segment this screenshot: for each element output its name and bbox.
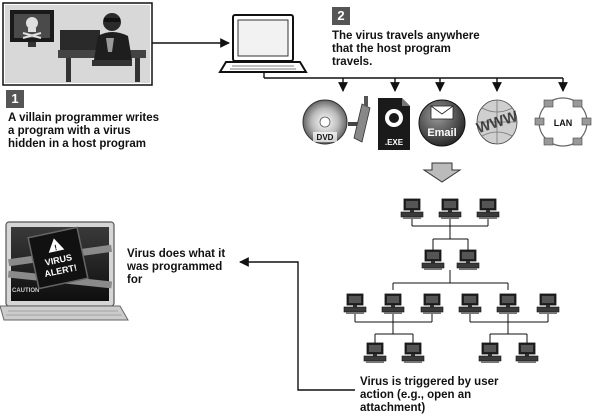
- network-pc-icon: [401, 342, 425, 364]
- usb-drive-icon: [348, 96, 371, 143]
- exe-label: .EXE: [385, 138, 404, 147]
- host-laptop-icon: [218, 14, 308, 73]
- step-2-badge: 2: [332, 7, 350, 25]
- step-1-caption: A villain programmer writes a program wi…: [8, 112, 160, 150]
- network-pc-icon: [456, 249, 480, 271]
- network-pc-icon: [363, 342, 387, 364]
- trigger-caption: Virus is triggered by user action (e.g.,…: [360, 376, 499, 414]
- step-2-caption: The virus travels anywhere that the host…: [332, 30, 480, 68]
- network-pc-icon: [420, 293, 444, 315]
- svg-text:!: !: [54, 243, 58, 252]
- network-pc-icon: [515, 342, 539, 364]
- villain-programmer-illustration: [2, 2, 153, 86]
- network-pc-icon: [438, 198, 462, 220]
- dvd-label: DVD: [317, 133, 334, 142]
- lan-label: LAN: [554, 118, 573, 128]
- network-pc-icon: [381, 293, 405, 315]
- network-pc-icon: [343, 293, 367, 315]
- network-pc-icon: [496, 293, 520, 315]
- spread-down-arrow: [422, 162, 462, 183]
- network-pc-icon: [476, 198, 500, 220]
- exe-file-icon: .EXE: [378, 98, 410, 150]
- virus-alert-laptop: CAUTION ! VIRUS ALERT!: [0, 221, 129, 321]
- infected-network: [354, 219, 549, 343]
- result-caption: Virus does what it was programmed for: [127, 248, 226, 286]
- caution-tape-label: CAUTION: [12, 288, 39, 294]
- network-pc-icon: [400, 198, 424, 220]
- step-1-badge: 1: [6, 90, 24, 108]
- warning-triangle-icon: [48, 238, 65, 253]
- distribution-arrows: [263, 73, 568, 92]
- www-globe-icon: WWW: [474, 99, 521, 145]
- arrow-trigger-to-result: [239, 257, 355, 391]
- email-icon: Email: [418, 99, 466, 147]
- network-pc-icon: [478, 342, 502, 364]
- email-label: Email: [427, 127, 456, 139]
- dvd-disc-icon: DVD: [302, 99, 348, 145]
- network-pc-icon: [458, 293, 482, 315]
- network-pc-icon: [536, 293, 560, 315]
- network-pc-icon: [421, 249, 445, 271]
- lan-network-icon: LAN: [534, 97, 592, 147]
